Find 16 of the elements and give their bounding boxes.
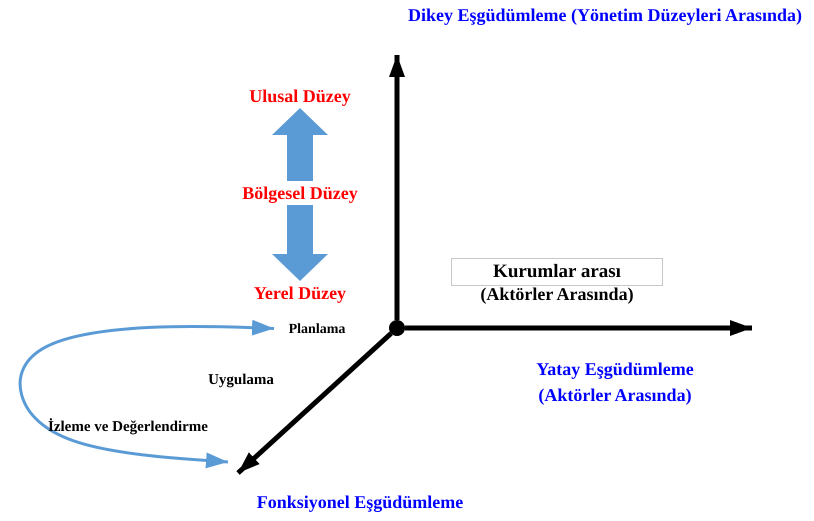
origin-dot bbox=[389, 320, 405, 336]
step-label: Uygulama bbox=[207, 371, 275, 389]
step-label: İzleme ve Değerlendirme bbox=[48, 418, 209, 436]
institution-box: Kurumlar arası bbox=[451, 258, 663, 286]
axis-title: Dikey Eşgüdümleme (Yönetim Düzeyleri Arasında) bbox=[407, 5, 803, 27]
level-label: Bölgesel Düzey bbox=[218, 181, 382, 205]
axis-title: Fonksiyonel Eşgüdümleme bbox=[256, 492, 464, 514]
level-label: Yerel Düzey bbox=[235, 281, 365, 305]
step-label: Planlama bbox=[274, 320, 360, 340]
node-caption: (Aktörler Arasında) bbox=[479, 284, 635, 306]
cycle-arrow bbox=[18, 320, 274, 469]
axis-arrow bbox=[405, 320, 752, 336]
axis-arrow bbox=[389, 55, 405, 320]
level-label: Ulusal Düzey bbox=[230, 84, 370, 108]
axis-title: Yatay Eşgüdümleme (Aktörler Arasında) bbox=[535, 358, 695, 408]
axis-arrow bbox=[236, 332, 393, 475]
